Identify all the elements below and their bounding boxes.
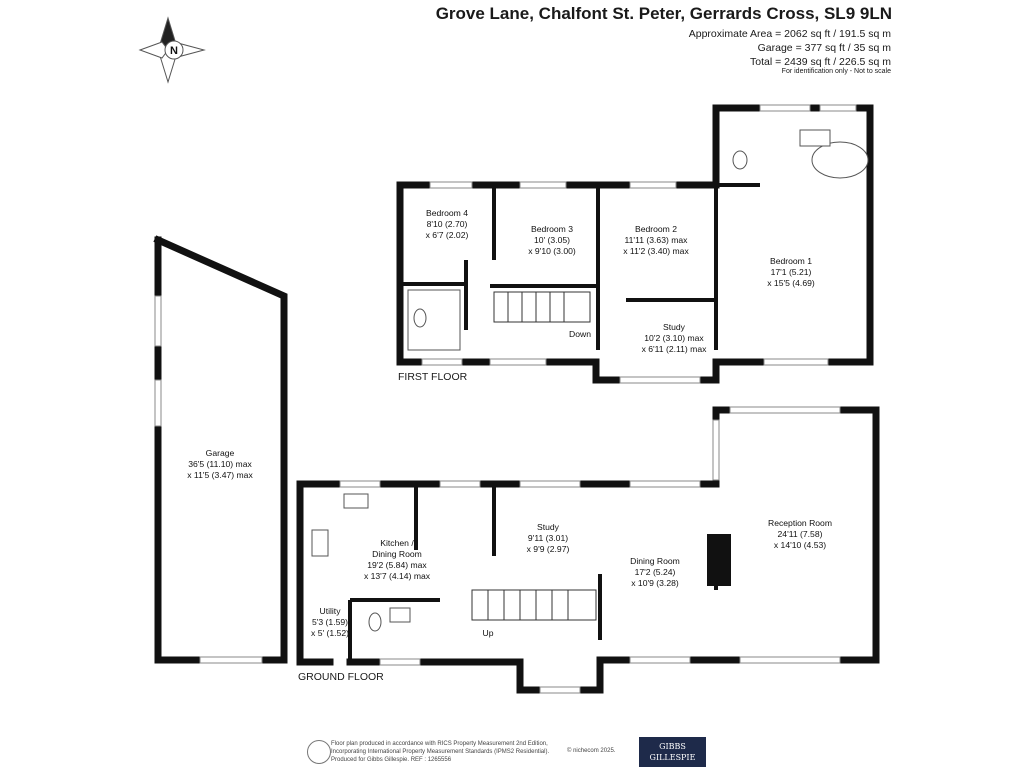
compass-icon: N xyxy=(138,16,206,84)
disclaimer-line-2: Incorporating International Property Mea… xyxy=(331,749,550,755)
approx-area: Approximate Area = 2062 sq ft / 191.5 sq… xyxy=(688,28,891,40)
property-address: Grove Lane, Chalfont St. Peter, Gerrards… xyxy=(435,4,892,23)
disclaimer-line-3: Produced for Gibbs Gillespie. REF : 1265… xyxy=(331,757,452,763)
stairs-up-label: Up xyxy=(483,628,494,638)
logo-line-2: GILLESPIE xyxy=(649,753,696,762)
ground-floor-label: GROUND FLOOR xyxy=(298,671,384,683)
agent-logo: GIBBS GILLESPIE xyxy=(639,737,706,767)
first-floor-label: FIRST FLOOR xyxy=(398,371,468,383)
copyright: © nichecom 2025. xyxy=(567,748,616,754)
stairs-down-label: Down xyxy=(569,329,591,339)
scale-note: For identification only - Not to scale xyxy=(781,68,891,75)
fireplace xyxy=(707,534,731,586)
windows xyxy=(154,104,857,694)
compass-letter: N xyxy=(170,45,178,57)
total-area: Total = 2439 sq ft / 226.5 sq m xyxy=(750,56,891,68)
stairs xyxy=(471,291,597,621)
inner-walls xyxy=(348,183,760,662)
logo-line-1: GIBBS xyxy=(659,742,686,751)
walls xyxy=(153,104,880,694)
bathroom-fixtures xyxy=(311,129,869,632)
disclaimer-line-1: Floor plan produced in accordance with R… xyxy=(331,741,548,747)
footer-disclaimer: Floor plan produced in accordance with R… xyxy=(331,740,549,764)
garage-area: Garage = 377 sq ft / 35 sq m xyxy=(757,42,891,54)
rics-badge-icon xyxy=(307,740,331,764)
